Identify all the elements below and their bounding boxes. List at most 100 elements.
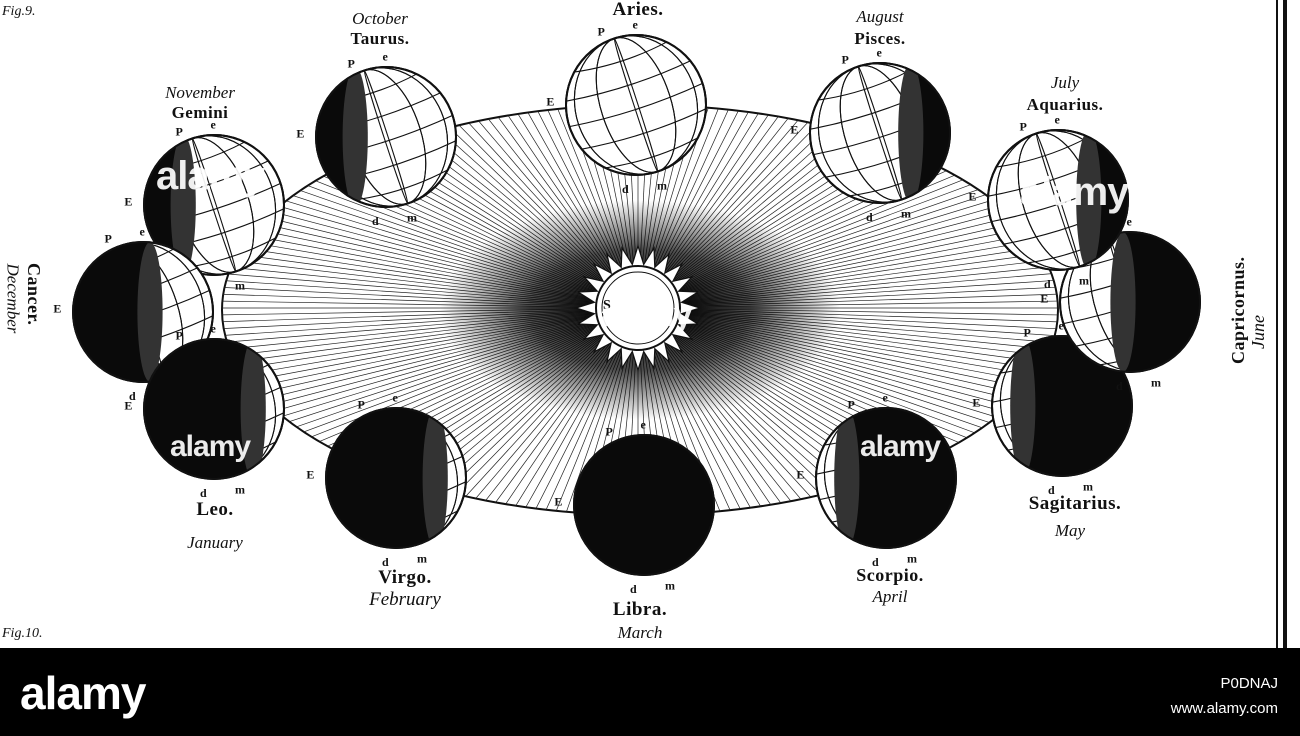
sign-label-cancer: Cancer. <box>24 263 44 326</box>
watermark: alamy <box>156 154 265 198</box>
globe-letter: E <box>306 468 314 482</box>
globe-letter: E <box>972 396 980 410</box>
month-label-february: February <box>369 589 441 610</box>
plate-border-right <box>1283 0 1287 648</box>
globe-letter: d <box>1048 483 1055 497</box>
month-label-november: November <box>165 83 235 102</box>
globe-letter: m <box>657 179 667 193</box>
month-label-may: May <box>1054 521 1086 540</box>
globe-letter: d <box>630 582 637 596</box>
sign-label-capricornus: Capricornus. <box>1228 256 1248 364</box>
globe-letter: E <box>124 195 132 209</box>
month-label-august: August <box>856 7 904 26</box>
globe-letter: m <box>665 579 675 593</box>
sign-label-libra: Libra. <box>612 599 668 620</box>
watermark: alamy <box>1020 170 1129 214</box>
globe-letter: P <box>358 398 365 412</box>
globe-letter: e <box>140 225 146 239</box>
globe-letter: e <box>383 50 389 64</box>
month-label-march: March <box>617 623 663 642</box>
globe-letter: e <box>1059 319 1065 333</box>
globe-letter: m <box>417 552 427 566</box>
month-label-january: January <box>187 533 243 552</box>
globe-letter: P <box>848 398 855 412</box>
globe-letter: P <box>176 125 183 139</box>
month-label-december: December <box>3 263 23 334</box>
month-label-april: April <box>872 587 908 606</box>
figure-label-top: Fig.9. <box>2 4 36 19</box>
sign-label-sagitarius: Sagitarius. <box>1028 493 1122 514</box>
globe-letter: d <box>866 210 873 224</box>
globe-letter: E <box>1040 292 1048 306</box>
globe-letter: m <box>907 552 917 566</box>
globe-letter: d <box>622 182 629 196</box>
month-label-july: July <box>1050 73 1080 92</box>
globe-letter: E <box>53 302 61 316</box>
sign-label-scorpio: Scorpio. <box>856 565 924 585</box>
globe-letter: P <box>1024 326 1031 340</box>
globe-letter: E <box>124 399 132 413</box>
sign-label-leo: Leo. <box>196 499 234 520</box>
globe-letter: E <box>968 190 976 204</box>
watermark: alamy <box>600 296 692 334</box>
site-url[interactable]: www.alamy.com <box>1170 700 1278 717</box>
sign-label-aries: Aries. <box>612 0 664 20</box>
sun <box>573 243 703 373</box>
alamy-logo[interactable]: alamy <box>20 667 146 719</box>
globe-letter: e <box>883 391 889 405</box>
image-id: P0DNAJ <box>1220 675 1278 692</box>
sign-label-aquarius: Aquarius. <box>1026 95 1104 114</box>
globe-letter: d <box>372 214 379 228</box>
plate-border-left <box>1276 0 1278 648</box>
sign-label-taurus: Taurus. <box>350 29 410 48</box>
globe-letter: m <box>1083 480 1093 494</box>
month-label-october: October <box>352 9 408 28</box>
globe-letter: e <box>633 18 639 32</box>
globe-letter: P <box>176 329 183 343</box>
globe-letter: d <box>200 486 207 500</box>
watermark: alamy <box>860 430 941 463</box>
globe-letter: d <box>1116 379 1123 393</box>
globe-letter: E <box>796 468 804 482</box>
globe-letter: d <box>382 555 389 569</box>
globe-letter: E <box>296 127 304 141</box>
sign-label-pisces: Pisces. <box>854 29 906 48</box>
stock-footer: alamy P0DNAJ www.alamy.com <box>0 648 1300 736</box>
globe-letter: E <box>546 95 554 109</box>
globe-letter: m <box>235 279 245 293</box>
sign-label-gemini: Gemini <box>171 103 229 122</box>
globe-letter: m <box>901 207 911 221</box>
sign-label-virgo: Virgo. <box>378 567 432 588</box>
globe-letter: e <box>211 118 217 132</box>
globe-letter: P <box>606 425 613 439</box>
globe-letter: e <box>641 418 647 432</box>
globe-letter: e <box>393 391 399 405</box>
globe-letter: E <box>790 123 798 137</box>
globe-letter: e <box>1127 215 1133 229</box>
globe-letter: m <box>407 211 417 225</box>
globe-letter: e <box>211 322 217 336</box>
globe-letter: P <box>842 53 849 67</box>
globe-letter: P <box>1020 120 1027 134</box>
globe-letter: d <box>129 389 136 403</box>
globe-letter: P <box>105 232 112 246</box>
globe-letter: d <box>1044 277 1051 291</box>
globe-letter: E <box>554 495 562 509</box>
globe-letter: m <box>1079 274 1089 288</box>
globe-letter: P <box>598 25 605 39</box>
globe-letter: e <box>1055 113 1061 127</box>
orbit-diagram: PeEdmPeEdmPeEdmPeEdmPeEdmPeEdmPeEdmPeEdm… <box>53 18 1201 596</box>
sun-label: S <box>603 298 611 313</box>
watermark: alamy <box>170 430 251 463</box>
globe-letter: m <box>1151 376 1161 390</box>
